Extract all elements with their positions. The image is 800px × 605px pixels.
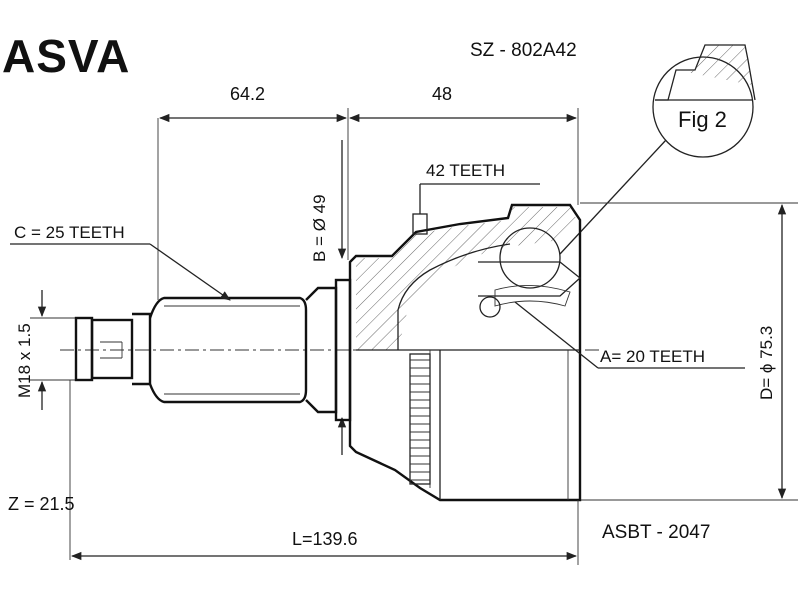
top-teeth-marker: 42 TEETH xyxy=(412,161,540,235)
fig-label: Fig 2 xyxy=(678,107,727,132)
dim-top-left: 64.2 xyxy=(230,84,265,104)
diameter-d-label: D= ϕ 75.3 xyxy=(757,326,776,400)
catalog-number: ASBT - 2047 xyxy=(602,522,710,543)
top-teeth-label: 42 TEETH xyxy=(426,161,505,180)
ball-and-cage xyxy=(478,227,582,318)
abs-tone-ring xyxy=(409,353,431,485)
thread-label: M18 x 1.5 xyxy=(15,323,34,398)
c-teeth-leader: C = 25 TEETH xyxy=(10,223,231,301)
a-teeth-label: A= 20 TEETH xyxy=(600,347,705,366)
thread-dimension: M18 x 1.5 xyxy=(15,290,76,410)
c-teeth-label: C = 25 TEETH xyxy=(14,223,125,242)
part-number: SZ - 802A42 xyxy=(470,40,577,61)
dimension-48: 48 xyxy=(348,84,579,205)
threaded-stub xyxy=(74,312,152,386)
a-teeth-leader: A= 20 TEETH xyxy=(514,301,745,369)
fig-detail-circle: Fig 2 xyxy=(559,44,756,255)
diameter-b-dimension: B = Ø 49 xyxy=(310,140,347,455)
dim-top-right: 48 xyxy=(432,84,452,104)
length-label: L=139.6 xyxy=(292,529,358,549)
length-dimension: L=139.6 xyxy=(70,500,579,565)
outer-housing xyxy=(348,203,582,502)
z-label: Z = 21.5 xyxy=(8,494,75,514)
dimension-64-2: 64.2 xyxy=(157,84,349,300)
diameter-d-dimension: D= ϕ 75.3 xyxy=(580,202,798,501)
brand-logo: ASVA xyxy=(2,30,130,82)
diameter-b-label: B = Ø 49 xyxy=(310,194,329,262)
splined-shaft xyxy=(148,296,308,404)
z-dimension: Z = 21.5 xyxy=(8,380,75,560)
